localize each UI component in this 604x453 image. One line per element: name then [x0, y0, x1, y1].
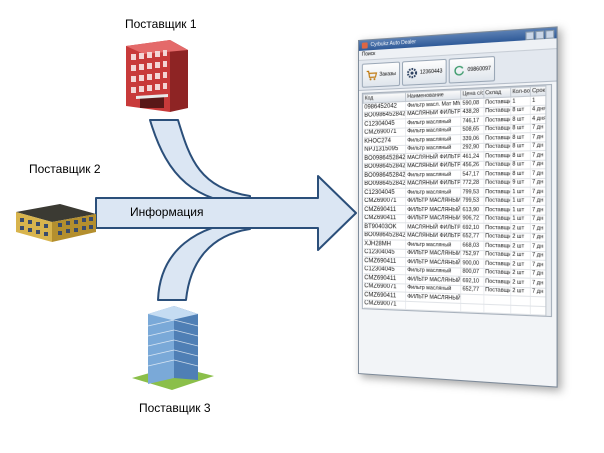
table-cell: 799,53 [460, 187, 484, 197]
table-cell: 906,72 [460, 214, 484, 224]
orders-button-label: Заказы [379, 70, 396, 78]
information-flow-arrow [95, 119, 357, 301]
table-cell: 1 шт [510, 196, 531, 206]
supplier-3-building-icon [132, 306, 214, 390]
table-cell: ФИЛЬТР МАСЛЯНЫЙ [405, 196, 461, 206]
table-cell: Поставщик 3 [483, 160, 511, 170]
cart-icon [366, 69, 378, 81]
supplier-1-label: Поставщик 1 [125, 17, 197, 31]
maximize-button[interactable] [535, 30, 545, 40]
table-cell: 2 шт [510, 250, 531, 260]
table-cell: 8 шт [510, 132, 531, 143]
table-cell: 456,26 [460, 160, 484, 171]
gear-icon [406, 67, 418, 80]
table-cell: 8 шт [510, 159, 531, 170]
table-cell: 8 шт [510, 141, 531, 152]
refresh-icon [453, 64, 466, 77]
vertical-scrollbar[interactable] [545, 85, 551, 316]
table-cell: Поставщик 2 [483, 205, 511, 215]
table-cell: Фильтр масляный [405, 187, 461, 197]
arrow-label: Информация [130, 205, 204, 219]
table-cell: 8 шт [510, 168, 531, 179]
table-cell [510, 304, 531, 315]
table-cell: Поставщик 2 [483, 187, 511, 197]
table-cell: 9 шт [510, 178, 531, 188]
table-cell: 799,53 [460, 196, 484, 206]
table-cell: Поставщик 3 [483, 151, 511, 161]
table-cell: Поставщик 2 [483, 178, 511, 188]
table-cell: Поставщик 3 [483, 232, 511, 242]
table-cell: 1 шт [510, 205, 531, 215]
table-cell: 772,28 [460, 178, 484, 188]
table-cell: BO0986452842 [363, 179, 406, 189]
table-cell: ФИЛЬТР МАСЛЯНЫЙ [405, 205, 461, 215]
table-cell: 1 шт [510, 187, 531, 197]
table-cell: 547,17 [460, 169, 484, 179]
table-cell [405, 300, 461, 312]
app-window: Cyrbukz Auto Dealer Поиск Заказы 1236044… [358, 26, 558, 388]
close-button[interactable] [545, 29, 555, 40]
table-cell: CMZ690071 [363, 299, 406, 310]
orders-button[interactable]: Заказы [361, 61, 400, 88]
table-cell: 2 шт [510, 259, 531, 270]
table-cell: Поставщик 3 [483, 223, 511, 233]
table-cell: CMZ690071 [363, 196, 406, 206]
table-cell: C12304045 [363, 188, 406, 197]
arrow-branch-supplier-1 [149, 119, 251, 207]
table-cell: CMZ690411 [363, 214, 406, 223]
table-cell: МАСЛЯНЫЙ ФИЛЬТР [405, 178, 461, 189]
supplier-2-label: Поставщик 2 [29, 162, 101, 176]
results-grid: Код Наименование Цена с/с Склад Кол-во С… [361, 83, 553, 318]
app-icon [361, 42, 368, 49]
table-cell: 692,10 [460, 223, 484, 233]
tab-12360443-label: 12360443 [419, 68, 443, 76]
table-cell: ФИЛЬТР МАСЛЯНЫЙ [405, 214, 461, 224]
minimize-button[interactable] [525, 31, 535, 41]
supplier-2-building-icon [16, 204, 96, 242]
table-cell: Поставщик 3 [483, 214, 511, 224]
table-cell [460, 302, 484, 313]
table-cell: 461,24 [460, 151, 484, 162]
table-cell: 668,03 [460, 240, 484, 251]
tab-12360443[interactable]: 12360443 [401, 58, 447, 86]
table-cell: Поставщик 3 [483, 169, 511, 179]
table-cell: Поставщик 2 [483, 196, 511, 206]
table-cell: 8 шт [510, 150, 531, 161]
table-cell: 752,97 [460, 249, 484, 260]
table-cell: CMZ690411 [363, 205, 406, 215]
tab-09860097-label: 09860097 [467, 65, 492, 74]
tab-09860097[interactable]: 09860097 [448, 55, 496, 84]
supplier-3-label: Поставщик 3 [139, 401, 211, 415]
table-cell [483, 303, 511, 314]
table-cell: 1 шт [510, 214, 531, 224]
table-cell: 2 шт [510, 223, 531, 233]
arrow-branch-supplier-3 [157, 219, 251, 301]
table-cell: 652,77 [460, 232, 484, 242]
window-title: Cyrbukz Auto Dealer [370, 39, 416, 49]
table-cell: 2 шт [510, 232, 531, 242]
table-cell: 2 шт [510, 241, 531, 251]
table-cell: 613,90 [460, 205, 484, 215]
supplier-1-building-icon [126, 40, 188, 112]
table-cell: Поставщик 3 [483, 241, 511, 251]
